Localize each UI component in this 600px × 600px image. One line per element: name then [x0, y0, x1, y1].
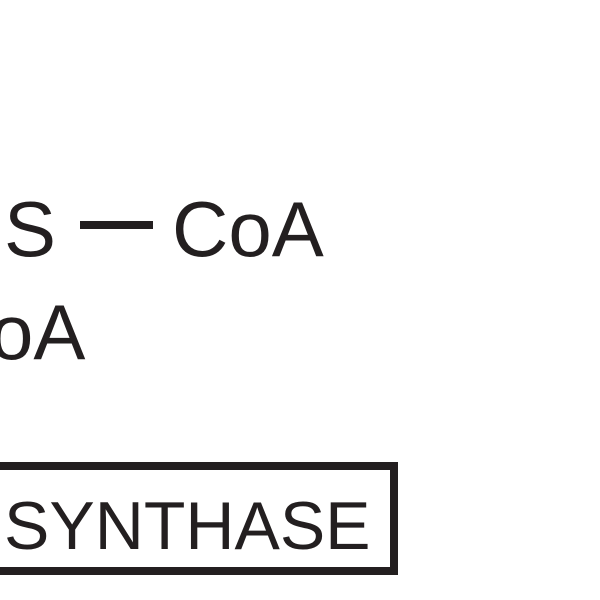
partial-coenzyme-a-label: oA — [0, 288, 86, 376]
enzyme-label-box — [0, 462, 398, 575]
enzyme-label: SYNTHASE — [4, 488, 371, 564]
coenzyme-a-label: CoA — [172, 185, 324, 273]
sulfur-atom-label: S — [4, 185, 57, 273]
single-bond-line — [80, 221, 153, 229]
